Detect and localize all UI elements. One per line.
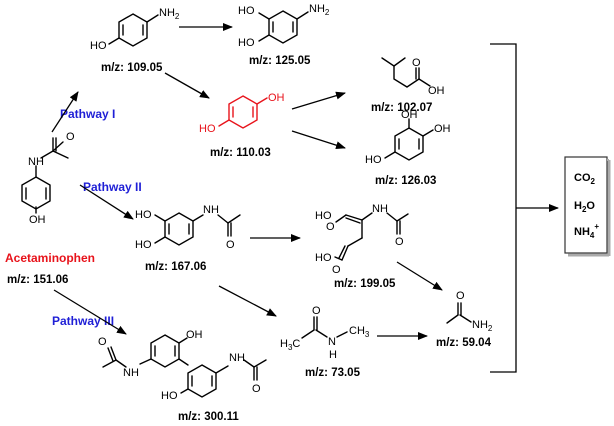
ho-label: HO [199, 123, 216, 135]
o-label: O [66, 131, 75, 143]
o-label: O [456, 290, 465, 302]
arrow-199-to-59 [396, 261, 443, 291]
ho-label: HO [135, 239, 152, 251]
n-label: N [328, 336, 336, 348]
compound-199-structure: NH O HO O HO O [315, 203, 409, 276]
compound-167-structure: NH O HO HO [135, 204, 241, 251]
arrow-110-to-126 [291, 130, 346, 150]
nh-label: NH [229, 352, 245, 364]
oh-label: OH [401, 109, 418, 121]
h2o-label: H2O [574, 200, 595, 214]
compound-125-structure: NH2 HO HO [238, 3, 330, 49]
nh-label: NH [123, 367, 139, 379]
arrow-to-300 [53, 289, 127, 335]
mz-110: m/z: 110.03 [210, 147, 271, 159]
o-label: O [332, 264, 341, 276]
mz-126: m/z: 126.03 [375, 175, 436, 187]
arrow-109-to-110 [164, 72, 210, 99]
mz-199: m/z: 199.05 [334, 278, 396, 290]
o-label: O [395, 236, 404, 248]
convergence-bracket [490, 43, 517, 373]
compound-59-structure: O NH2 [446, 290, 493, 333]
mz-59: m/z: 59.04 [436, 337, 492, 349]
ho-label: HO [315, 210, 332, 222]
pathway-1-label: Pathway I [60, 107, 115, 121]
mz-102: m/z: 102.07 [371, 102, 432, 114]
co2-label: CO2 [574, 172, 596, 186]
nh4-label: NH4+ [574, 222, 599, 240]
ho-label: HO [161, 390, 178, 402]
o-label: O [226, 239, 235, 251]
ho-label: HO [315, 252, 332, 264]
oh-label: OH [268, 92, 285, 104]
ch3-label: CH3 [349, 325, 370, 339]
compound-126-structure: OH OH HO [365, 109, 451, 166]
o-label: O [252, 383, 261, 395]
acetaminophen-structure: NH O OH [21, 131, 75, 226]
oh-label: OH [29, 214, 46, 226]
o-label: O [412, 57, 421, 69]
nh-label: NH [28, 156, 44, 168]
nh-label: NH [372, 203, 388, 215]
aminophenol-structure: NH2 HO [90, 7, 180, 52]
pathway-2-label: Pathway II [83, 180, 142, 194]
oh-label: OH [428, 85, 445, 97]
arrow-to-109 [51, 91, 79, 133]
mz-167: m/z: 167.06 [145, 261, 206, 273]
nh-label: NH [203, 204, 219, 216]
h-label: H [329, 349, 337, 361]
oh-label: OH [186, 329, 203, 341]
ho-label: HO [238, 37, 255, 49]
ch3-label: H3C [280, 338, 300, 352]
nh2-label: NH2 [159, 7, 180, 21]
ho-label: HO [238, 5, 255, 17]
mz-109: m/z: 109.05 [101, 62, 163, 74]
ho-label: HO [365, 154, 382, 166]
compound-73-structure: H3C O N H CH3 [280, 305, 370, 361]
ho-label: HO [90, 40, 107, 52]
compound-102-structure: O OH [381, 57, 445, 97]
acetaminophen-name: Acetaminophen [5, 251, 95, 265]
compound-300-structure: NH O OH HO NH O [98, 329, 267, 402]
o-label: O [98, 336, 107, 348]
nh2-label: NH2 [309, 3, 330, 17]
mz-73: m/z: 73.05 [305, 367, 361, 379]
arrow-110-to-102 [291, 91, 346, 110]
hydroquinone-structure: OH HO [199, 92, 285, 135]
ho-label: HO [135, 209, 152, 221]
oh-label: OH [434, 123, 451, 135]
nh2-label: NH2 [472, 319, 493, 333]
mz-125: m/z: 125.05 [249, 55, 311, 67]
o-label: O [326, 221, 335, 233]
o-label: O [312, 305, 321, 317]
arrow-to-167 [79, 184, 134, 220]
acetaminophen-mz: m/z: 151.06 [7, 274, 68, 286]
final-products-box: CO2 H2O NH4+ [564, 156, 611, 257]
arrow-167-to-73 [218, 285, 277, 317]
mz-300: m/z: 300.11 [178, 411, 239, 423]
